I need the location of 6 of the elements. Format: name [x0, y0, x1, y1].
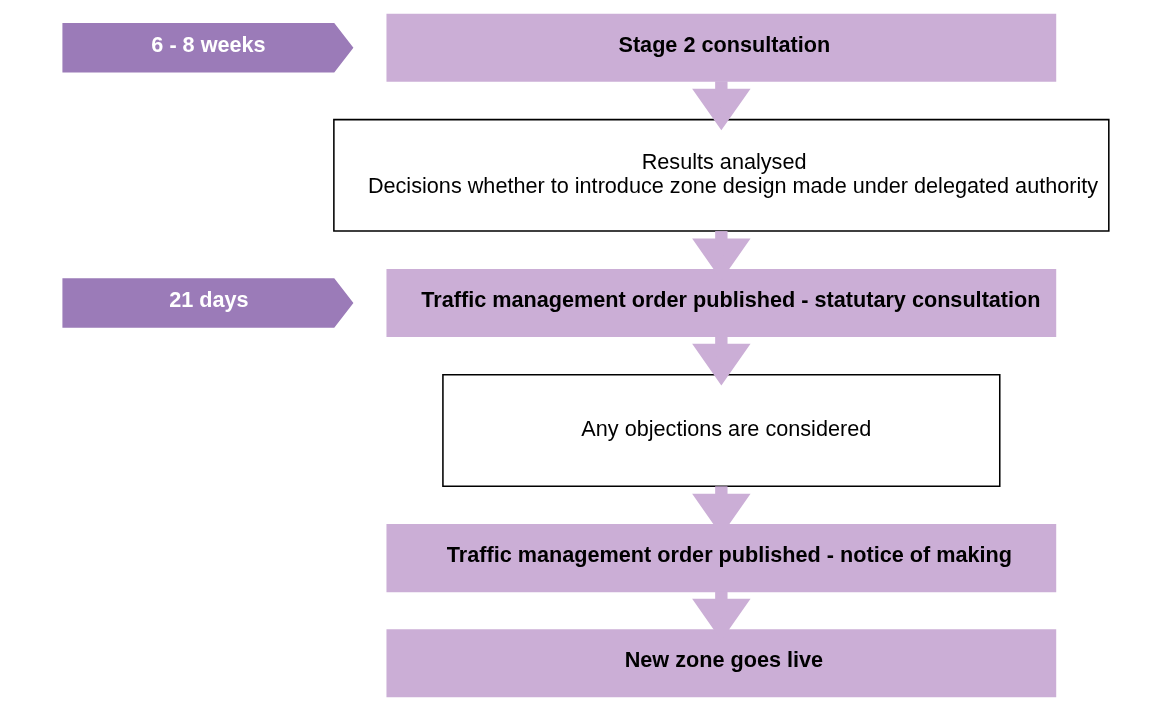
- node-box: Stage 2 consultation: [385, 13, 1056, 82]
- node-box: Results analysed Decisions whether to introduce zone design made under delegated authority: [332, 118, 1110, 232]
- node-box: Traffic management order published - notice of making: [385, 524, 1056, 593]
- node-box: Any objections are considered: [441, 374, 1001, 487]
- node-box: Traffic management order published - statutary consultation: [385, 268, 1056, 337]
- node-box: New zone goes live: [385, 629, 1056, 698]
